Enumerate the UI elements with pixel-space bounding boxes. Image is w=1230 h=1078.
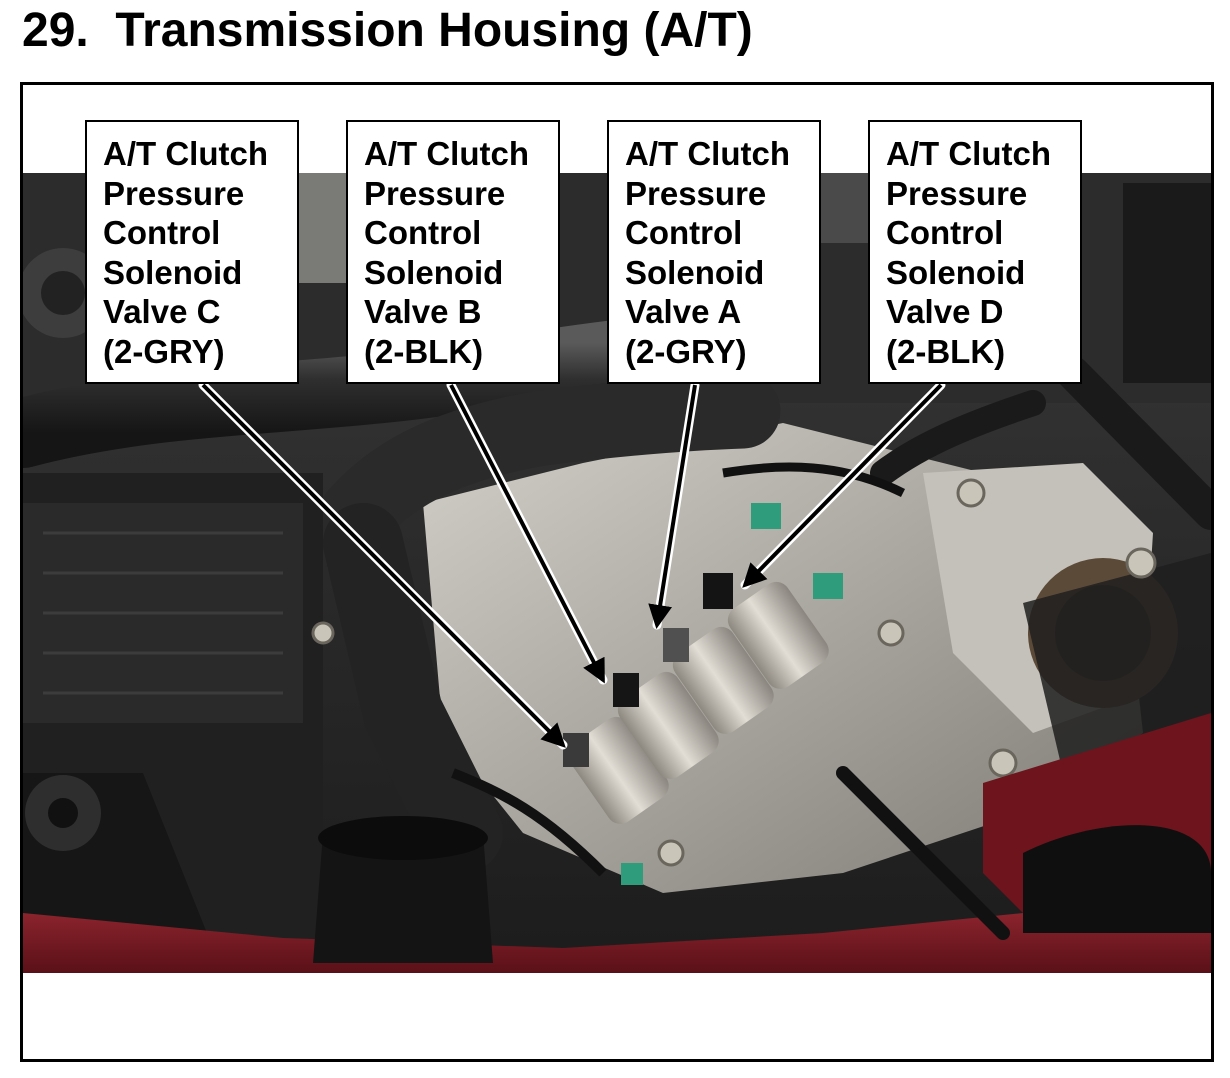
callout-line: Valve C <box>103 293 221 330</box>
callout-line: Solenoid <box>103 253 243 291</box>
callout-line: Valve B <box>364 293 482 330</box>
callout-line: Solenoid <box>364 253 504 291</box>
callout-valve-d: A/T Clutch Pressure Control Solenoid Val… <box>868 120 1082 384</box>
callout-line: (2-BLK) <box>364 332 484 370</box>
callout-valve-b: A/T Clutch Pressure Control Solenoid Val… <box>346 120 560 384</box>
callout-line: (2-GRY) <box>625 332 747 370</box>
callout-line: A/T Clutch <box>103 135 268 172</box>
callout-valve-c: A/T Clutch Pressure Control Solenoid Val… <box>85 120 299 384</box>
page-title: 29. Transmission Housing (A/T) <box>22 4 753 57</box>
callout-line: Pressure <box>886 174 1028 212</box>
figure-frame: A/T Clutch Pressure Control Solenoid Val… <box>20 82 1214 1062</box>
callout-line: Valve A <box>625 293 742 330</box>
callout-line: Solenoid <box>625 253 765 291</box>
callout-line: A/T Clutch <box>364 135 529 172</box>
callout-line: Pressure <box>103 174 245 212</box>
callout-line: (2-GRY) <box>103 332 225 370</box>
callout-valve-a: A/T Clutch Pressure Control Solenoid Val… <box>607 120 821 384</box>
callout-line: Pressure <box>625 174 767 212</box>
callout-line: Control <box>886 214 1004 251</box>
callout-line: Control <box>625 214 743 251</box>
callout-line: Control <box>364 214 482 251</box>
callout-line: Valve D <box>886 293 1004 330</box>
callout-line: Pressure <box>364 174 506 212</box>
callout-line: A/T Clutch <box>886 135 1051 172</box>
callout-line: Solenoid <box>886 253 1026 291</box>
callout-line: Control <box>103 214 221 251</box>
callout-line: A/T Clutch <box>625 135 790 172</box>
callout-line: (2-BLK) <box>886 332 1006 370</box>
